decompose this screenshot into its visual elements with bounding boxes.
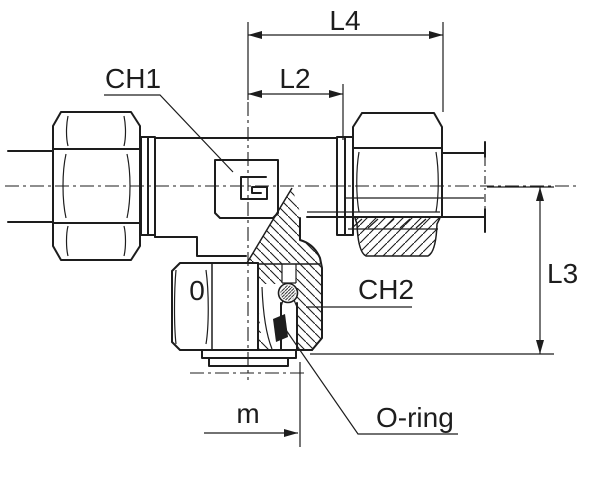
- branch-nut-arcs: [173, 269, 209, 345]
- body-boss: [214, 159, 279, 219]
- branch-nut-outline: [171, 262, 313, 351]
- stud-neck: [282, 263, 296, 284]
- dim-label-m: m: [236, 398, 259, 429]
- dim-label-l4: L4: [329, 5, 360, 36]
- right-nut-corner-arcs: [356, 151, 439, 213]
- m-arrow: [284, 429, 298, 437]
- dim-label-l2: L2: [279, 63, 310, 94]
- l3-arrow-bottom: [536, 340, 544, 354]
- l2-arrow-left: [248, 90, 262, 98]
- left-tube: [7, 150, 54, 223]
- callout-label-oring: O-ring: [376, 402, 454, 433]
- tube-inner-wall: [307, 197, 484, 217]
- body-bottom-left: [154, 236, 247, 257]
- ch1-leader-line: [104, 94, 234, 173]
- stud-end-step1: [201, 349, 297, 359]
- left-nut-outline: [52, 111, 141, 261]
- o-ring-hatch: [280, 285, 296, 301]
- branch-boss-right-edge: [299, 217, 323, 351]
- maker-mark-icon: [240, 176, 268, 200]
- right-nut-section-hatch: [355, 218, 440, 256]
- l4-arrow-left: [248, 31, 262, 39]
- centerlines: [5, 102, 576, 380]
- part-outlines: [7, 111, 486, 367]
- dimensions: L4 L2 L3 m CH1 CH2 O-ring 0: [104, 5, 578, 447]
- oring-leader-line: [285, 329, 458, 435]
- left-nut-flats: [52, 148, 141, 224]
- section-break-line: [246, 187, 293, 264]
- l4-arrow-right: [429, 31, 443, 39]
- nut-stamp-mark: 0: [189, 275, 205, 306]
- dim-label-l3: L3: [547, 258, 578, 289]
- right-collar: [336, 136, 354, 236]
- callout-label-ch2: CH2: [358, 274, 414, 305]
- l3-extension-lines: [310, 186, 554, 355]
- callout-label-ch1: CH1: [105, 63, 161, 94]
- l2-arrow-right: [329, 90, 343, 98]
- right-nut-outline: [352, 112, 443, 219]
- backup-ring: [273, 314, 288, 342]
- right-nut-section-outline: [354, 217, 441, 257]
- l3-arrow-top: [536, 187, 544, 201]
- ferrule-hatch-ticks: [351, 218, 427, 229]
- branch-bore-details: [258, 263, 299, 351]
- bore-cone-edge: [261, 286, 273, 350]
